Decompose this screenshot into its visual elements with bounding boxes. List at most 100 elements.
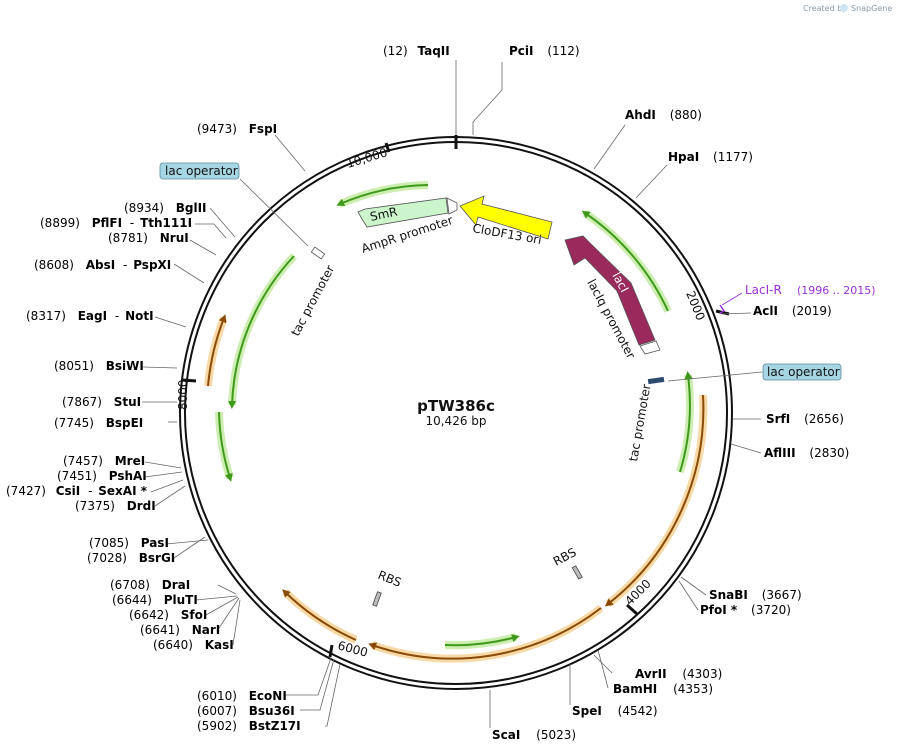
- site-taqii[interactable]: (12) TaqII: [383, 44, 450, 58]
- site-bsiwi-name: BsiWI: [105, 359, 144, 373]
- site-pcii-pos: (112): [547, 44, 580, 58]
- site-econi-pos: (6010): [197, 689, 237, 703]
- site-hpai[interactable]: HpaI (1177): [668, 150, 753, 164]
- site-mrei-pos: (7457): [63, 454, 103, 468]
- site-econi[interactable]: (6010) EcoNI: [197, 689, 287, 703]
- site-bglii[interactable]: (8934) BglII: [124, 201, 207, 215]
- site-bamhi-pos: (4353): [673, 682, 713, 696]
- tick-label-10000: 10,000: [345, 145, 389, 171]
- rbs-right-marker: [571, 565, 583, 580]
- orf-arcs: [215, 181, 694, 650]
- tac-promoter-left: tac promoter: [288, 246, 337, 339]
- site-eagi[interactable]: (8317) EagI - NotI: [26, 309, 154, 323]
- site-mrei[interactable]: (7457) MreI: [63, 454, 145, 468]
- site-bglii-pos: (8934): [124, 201, 164, 215]
- site-pcii[interactable]: PciI (112): [509, 44, 580, 58]
- site-drdi-pos: (7375): [75, 499, 115, 513]
- lac-operator-top[interactable]: lac operator: [159, 162, 309, 247]
- site-csii[interactable]: (7427) CsiI - SexAI *: [6, 484, 147, 498]
- site-avrii-name: AvrII: [635, 667, 667, 681]
- site-bsu36i-name: Bsu36I: [248, 704, 295, 718]
- laciq-promoter-marker: [639, 340, 661, 355]
- smr-end-marker: [446, 197, 458, 215]
- site-srfi[interactable]: SrfI (2656): [766, 412, 844, 426]
- site-ahdi-name: AhdI: [625, 108, 656, 122]
- site-sfoi[interactable]: (6642) SfoI: [129, 608, 207, 622]
- backbone: [179, 135, 733, 690]
- site-kasi[interactable]: (6640) KasI: [153, 638, 234, 652]
- site-fspi-pos: (9473): [197, 122, 237, 136]
- site-bspei[interactable]: (7745) BspEI: [54, 416, 143, 430]
- site-pflfi[interactable]: (8899) PflFI - Tth111I: [40, 216, 193, 230]
- primer-range: (1996 .. 2015): [797, 284, 876, 297]
- site-stui[interactable]: (7867) StuI: [62, 395, 141, 409]
- site-absi-name: AbsI: [85, 258, 116, 272]
- tick-4000: [625, 603, 639, 616]
- site-snabi-name: SnaBI: [709, 588, 748, 602]
- site-nrui[interactable]: (8781) NruI: [108, 231, 189, 245]
- site-bstz17i-name: BstZ17I: [248, 719, 301, 733]
- site-bstz17i[interactable]: (5902) BstZ17I: [197, 719, 301, 733]
- site-scai[interactable]: ScaI (5023): [492, 728, 576, 742]
- site-csii-name: CsiI: [55, 484, 81, 498]
- plasmid-name: pTW386c: [417, 397, 495, 415]
- site-fspi-name: FspI: [248, 122, 278, 136]
- site-spei[interactable]: SpeI (4542): [572, 704, 658, 718]
- site-bsu36i-pos: (6007): [197, 704, 237, 718]
- site-aflii[interactable]: AflIII (2830): [764, 446, 849, 460]
- site-pshai-name: PshAI: [108, 469, 147, 483]
- tac-promoter-left-label: tac promoter: [288, 263, 337, 339]
- site-fspi[interactable]: (9473) FspI: [197, 122, 277, 136]
- site-plutii-pos: (6644): [112, 593, 152, 607]
- site-bspei-pos: (7745): [54, 416, 94, 430]
- site-drai-pos: (6708): [110, 578, 150, 592]
- site-hpai-pos: (1177): [713, 150, 753, 164]
- site-nari-name: NarI: [191, 623, 221, 637]
- tac-promoter-right-label: tac promoter: [626, 383, 653, 462]
- site-spei-name: SpeI: [572, 704, 602, 718]
- orf-left-upper-glow: [228, 253, 297, 406]
- site-drdi[interactable]: (7375) DrdI: [75, 499, 156, 513]
- site-bsu36i[interactable]: (6007) Bsu36I: [197, 704, 295, 718]
- credit-text: Created by: [803, 4, 847, 13]
- site-bamhi-name: BamHI: [613, 682, 658, 696]
- site-acli-name: AclI: [753, 304, 778, 318]
- site-pshai[interactable]: (7451) PshAI: [57, 469, 147, 483]
- snapgene-logo-icon: [840, 4, 848, 12]
- site-ahdi[interactable]: AhdI (880): [625, 108, 702, 122]
- smr-feature[interactable]: [357, 197, 449, 228]
- site-stui-name: StuI: [113, 395, 142, 409]
- site-drdi-name: DrdI: [126, 499, 156, 513]
- orf-left-orange-glow: [204, 316, 228, 387]
- site-avrii[interactable]: AvrII (4303): [635, 667, 722, 681]
- site-csii-pos: (7427): [6, 484, 46, 498]
- tick-10000: [384, 142, 391, 153]
- site-ahdi-pos: (880): [669, 108, 702, 122]
- site-plutii[interactable]: (6644) PluTI: [112, 593, 198, 607]
- site-nari[interactable]: (6641) NarI: [140, 623, 220, 637]
- ori-feature[interactable]: [459, 195, 553, 240]
- site-snabi[interactable]: SnaBI (3667): [709, 588, 802, 602]
- tick-label-8000: 8000: [176, 379, 190, 410]
- site-plutii-name: PluTI: [163, 593, 198, 607]
- site-nari-pos: (6641): [140, 623, 180, 637]
- site-absi[interactable]: (8608) AbsI - PspXI: [34, 258, 172, 272]
- site-scai-pos: (5023): [536, 728, 577, 742]
- site-pasi[interactable]: (7085) PasI: [89, 536, 169, 550]
- primer-laci-r[interactable]: LacI-R (1996 .. 2015): [719, 283, 876, 314]
- rbs-right-label: RBS: [551, 545, 579, 569]
- site-bamhi[interactable]: BamHI (4353): [613, 682, 713, 696]
- laci-feature[interactable]: [564, 235, 656, 346]
- site-acli[interactable]: AclI (2019): [753, 304, 832, 318]
- site-bsrgi[interactable]: (7028) BsrGI: [87, 551, 175, 565]
- site-csii-alt: SexAI *: [98, 484, 147, 498]
- tac-promoter-right-marker: [647, 376, 665, 385]
- lac-operator-right[interactable]: lac operator: [667, 363, 842, 382]
- site-bsiwi[interactable]: (8051) BsiWI: [54, 359, 144, 373]
- site-drai[interactable]: (6708) DraI: [110, 578, 190, 592]
- site-nrui-name: NruI: [159, 231, 189, 245]
- site-pfoi[interactable]: PfoI * (3720): [700, 603, 791, 617]
- site-leaders: [142, 60, 762, 728]
- site-pfoi-name: PfoI *: [700, 603, 738, 617]
